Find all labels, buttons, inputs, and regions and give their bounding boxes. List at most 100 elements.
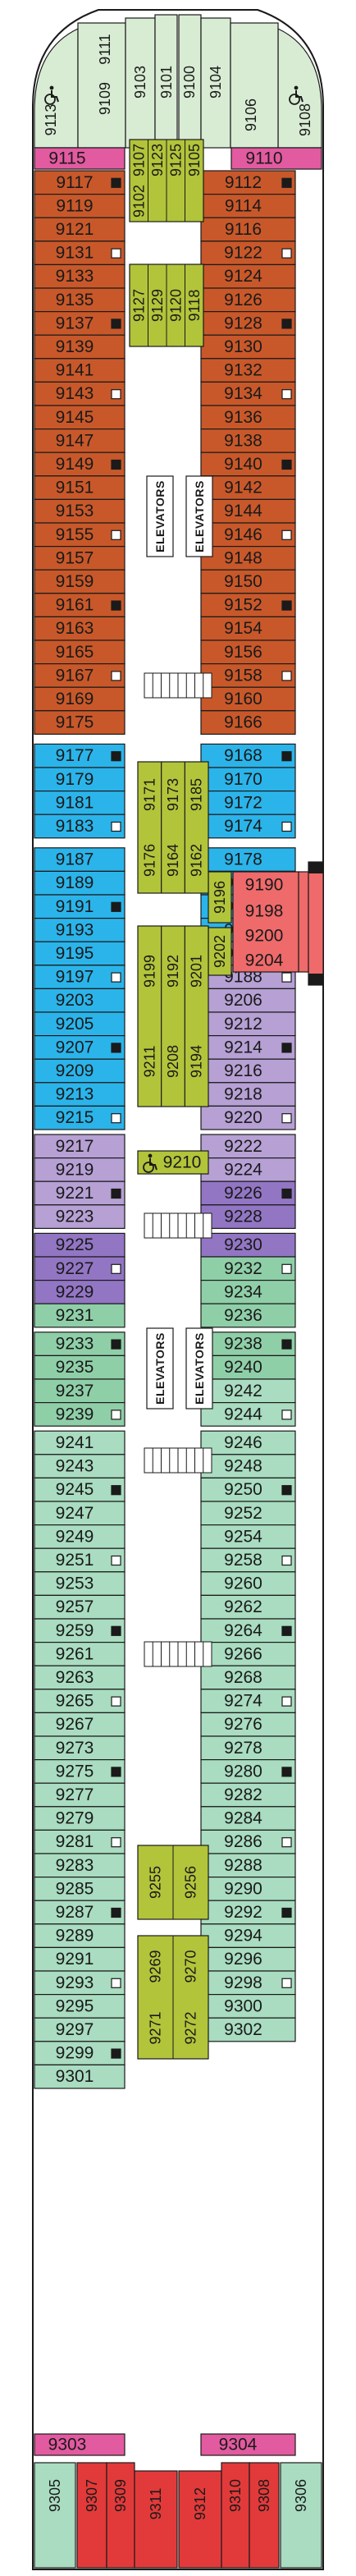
cabin-number: 9249 (56, 1527, 94, 1546)
connecting-cabin-icon (111, 1485, 121, 1496)
cabin-number: 9161 (56, 596, 94, 615)
cabin-number: 9152 (224, 596, 262, 615)
connecting-cabin-icon (111, 1043, 121, 1053)
cabin-number: 9217 (56, 1137, 94, 1156)
left-cabin (34, 2017, 126, 2042)
left-cabin (34, 475, 126, 500)
cabin-number: 9300 (224, 1996, 262, 2015)
connecting-cabin-icon (111, 751, 121, 762)
cabin-number: 9290 (224, 1879, 262, 1898)
cabin-number: 9233 (56, 1335, 94, 1354)
cabin-number: 9210 (163, 1153, 202, 1172)
cabin-number: 9202 (212, 935, 228, 968)
cabin-number: 9288 (224, 1856, 262, 1875)
cabin-number: 9133 (56, 267, 94, 286)
cabin-number: 9245 (56, 1480, 94, 1499)
cabin-number: 9102 (130, 185, 147, 218)
bow-suite-block (200, 17, 231, 149)
cabin-number: 9221 (56, 1184, 94, 1203)
right-cabin (200, 2017, 296, 2042)
right-cabin (200, 1180, 296, 1206)
sofa-bed-icon (281, 248, 292, 259)
left-cabin (34, 1829, 126, 1854)
cabin-number: 9157 (56, 548, 94, 567)
cabin-number: 9229 (56, 1282, 94, 1301)
cabin-number: 9160 (224, 690, 262, 708)
right-cabin (200, 569, 296, 594)
connecting-cabin-icon (281, 600, 292, 611)
sofa-bed-icon (111, 1409, 121, 1420)
cabin-number: 9254 (224, 1527, 262, 1546)
cabin-number: 9242 (224, 1382, 262, 1400)
cabin-number: 9258 (224, 1551, 262, 1570)
cabin-number: 9292 (224, 1903, 262, 1922)
cabin-number: 9168 (224, 746, 262, 765)
cabin-number: 9177 (56, 746, 94, 765)
cabin-number: 9142 (224, 479, 262, 497)
cabin-number: 9298 (224, 1973, 262, 1992)
cabin-number: 9159 (56, 572, 94, 591)
bow-suite-block (125, 17, 156, 149)
cabin-number: 9255 (148, 1866, 164, 1899)
pink-band (34, 2433, 126, 2456)
right-cabin (200, 1571, 296, 1597)
right-cabin (200, 1877, 296, 1901)
connecting-cabin-icon (111, 600, 121, 611)
cabin-number: 9174 (224, 817, 262, 836)
cabin-number: 9244 (224, 1405, 262, 1423)
cabin-number: 9261 (56, 1644, 94, 1663)
elevators-label: ELEVATORS (193, 480, 206, 552)
cabin-number: 9291 (56, 1950, 94, 1969)
left-cabin (34, 1204, 126, 1230)
cabin-number: 9251 (56, 1551, 94, 1570)
cabin-number: 9111 (97, 34, 113, 64)
cabin-number: 9253 (56, 1574, 94, 1593)
left-cabin (34, 1618, 126, 1643)
left-cabin (34, 1134, 126, 1159)
stern-suite-block (280, 2462, 322, 2569)
cabin-number: 9232 (224, 1259, 262, 1278)
right-cabin (200, 1759, 296, 1784)
cabin-number: 9108 (297, 103, 313, 136)
left-cabin (34, 170, 126, 195)
outboard-marker (308, 862, 323, 873)
right-cabin (200, 334, 296, 360)
right-cabin (200, 1829, 296, 1854)
right-cabin (200, 1524, 296, 1549)
cabin-number: 9310 (227, 2479, 244, 2512)
right-cabin (200, 1034, 296, 1060)
cabin-number: 9146 (224, 525, 262, 544)
sofa-bed-icon (111, 1263, 121, 1274)
elevators-label: ELEVATORS (153, 1332, 167, 1405)
sofa-bed-icon (111, 248, 121, 259)
cabin-number: 9155 (56, 525, 94, 544)
cabin-number: 9269 (148, 1950, 164, 1982)
cabin-number: 9295 (56, 1996, 94, 2015)
cabin-number: 9309 (112, 2479, 129, 2512)
cabin-number: 9209 (56, 1061, 94, 1080)
cabin-number: 9204 (245, 951, 284, 970)
sofa-bed-icon (281, 972, 292, 983)
connecting-cabin-icon (111, 1625, 121, 1636)
right-cabin (200, 639, 296, 665)
cabin-number: 9272 (183, 2011, 199, 2044)
cabin-number: 9103 (132, 66, 148, 99)
connecting-cabin-icon (111, 901, 121, 912)
pink-band (200, 2433, 296, 2456)
connecting-cabin-icon (281, 319, 292, 329)
cabin-number: 9260 (224, 1574, 262, 1593)
left-cabin (34, 1853, 126, 1878)
left-cabin (34, 1524, 126, 1549)
left-cabin (34, 451, 126, 477)
left-cabin (34, 814, 126, 839)
sofa-bed-icon (111, 1113, 121, 1124)
left-cabin (34, 2064, 126, 2089)
left-cabin (34, 1157, 126, 1182)
cabin-number: 9128 (224, 314, 262, 332)
left-cabin (34, 405, 126, 430)
sofa-bed-icon (281, 1263, 292, 1274)
outboard-marker (308, 974, 323, 985)
cabin-number: 9156 (224, 643, 262, 662)
outboard-suite-block (298, 871, 309, 973)
center-suite-block (137, 761, 209, 894)
